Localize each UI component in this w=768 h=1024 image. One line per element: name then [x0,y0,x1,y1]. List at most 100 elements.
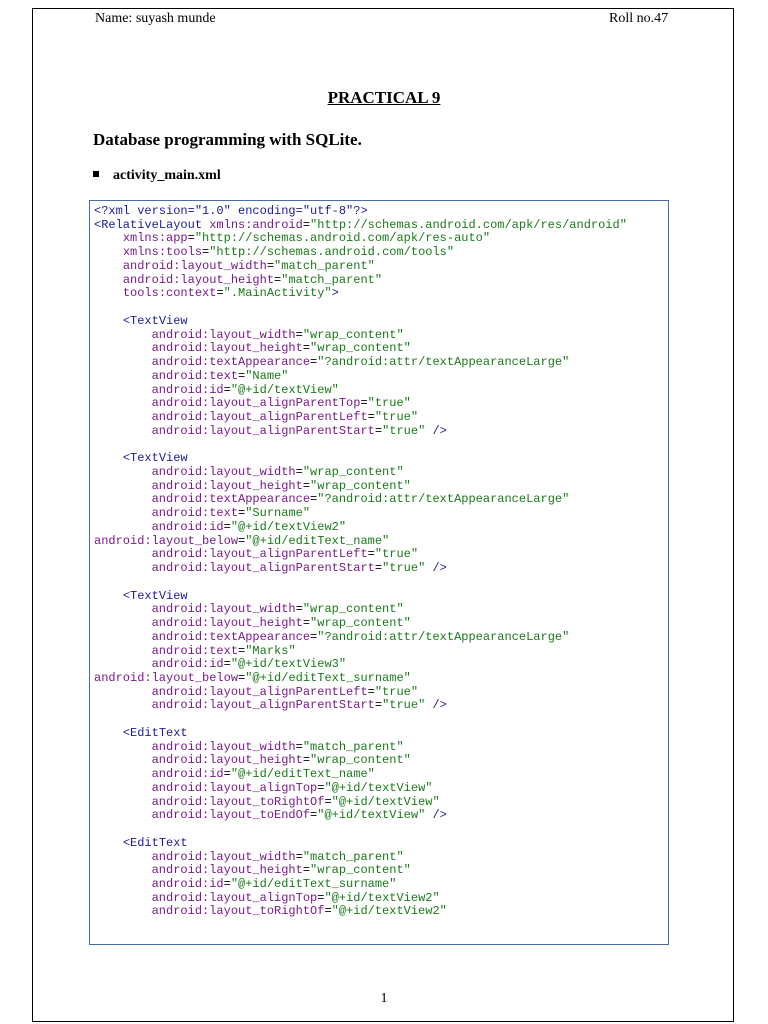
code-token: xmlns:tools [122,245,203,260]
code-token: /> [425,808,447,823]
page-number: 1 [380,991,388,1006]
code-line: <TextView [94,589,188,603]
code-line: android:id="@+id/textView" [94,383,339,397]
code-token: = [367,410,375,425]
code-line: xmlns:tools="http://schemas.android.com/… [94,245,454,259]
code-line: android:layout_height="wrap_content" [94,341,411,355]
code-token: android:text [151,643,239,658]
code-token: android:layout_alignParentLeft [151,684,368,699]
code-token: "@+id/textView" [230,382,339,397]
code-token: /> [425,561,447,576]
code-token: <TextView [122,588,188,603]
code-token: <EditText [122,835,188,850]
code-token: = [295,739,303,754]
code-token [94,808,152,822]
code-token: = [223,382,231,397]
code-line: <?xml version="1.0" encoding="utf-8"?> [94,204,368,218]
code-line: android:layout_toRightOf="@+id/textView2… [94,904,447,919]
code-line: android:layout_width="wrap_content" [94,465,404,479]
code-token: android:layout_alignParentTop [151,396,361,411]
code-token: android:layout_height [151,753,303,768]
code-token: = [374,698,383,713]
code-token: android:id [151,657,224,672]
code-token: = [238,368,246,383]
code-token [94,685,152,699]
code-token [94,836,123,850]
code-token [94,698,152,712]
code-token: android:layout_toRightOf [151,904,325,919]
code-token: "wrap_content" [302,602,404,617]
code-token: = [295,849,303,864]
code-token: = [302,753,311,768]
code-token: = [360,396,368,411]
code-token: = [238,643,246,658]
code-line: android:layout_alignParentLeft="true" [94,685,418,699]
code-token: android:layout_width [151,739,296,754]
code-token [94,355,152,369]
code-token: = [317,780,325,795]
code-token: "?android:attr/textAppearanceLarge" [317,355,570,370]
code-token: android:layout_height [151,341,303,356]
file-bullet: activity_main.xml [93,168,221,184]
code-token [94,726,123,740]
code-token: "wrap_content" [310,341,411,356]
code-token: = [238,506,246,521]
code-token: "@+id/textView2" [230,519,347,534]
code-token: android:layout_width [151,327,296,342]
code-token: android:layout_alignParentStart [151,423,375,438]
code-token [94,877,152,891]
code-token [94,781,152,795]
code-token [94,616,152,630]
code-token [94,644,152,658]
code-token: "true" [374,410,419,425]
code-token [94,561,152,575]
code-token: android:layout_height [151,616,303,631]
code-token [94,396,152,410]
code-token: android:id [151,767,224,782]
code-line: android:layout_width="wrap_content" [94,328,404,342]
code-token: = [223,767,231,782]
code-token: = [310,629,318,644]
code-token: "@+id/textView" [324,780,433,795]
code-token [94,286,123,300]
code-token: "@+id/textView" [331,794,440,809]
code-token [94,314,123,328]
code-token: = [238,533,246,548]
code-token: = [238,670,246,685]
code-block: <?xml version="1.0" encoding="utf-8"?> <… [94,204,627,919]
code-token: "wrap_content" [310,863,411,878]
code-token: ".MainActivity" [223,286,332,301]
code-token: "Name" [245,368,289,383]
code-token: = [374,423,383,438]
code-line: tools:context=".MainActivity"> [94,286,339,301]
code-token [94,630,152,644]
code-line: android:layout_alignParentTop="true" [94,396,411,410]
code-line: android:id="@+id/textView3" [94,657,346,671]
code-line: android:layout_toEndOf="@+id/textView" /… [94,808,447,822]
code-token: "true" [367,396,411,411]
code-token: tools:context [122,286,217,301]
code-token [94,451,123,465]
code-token: "true" [382,698,426,713]
code-token: "?android:attr/textAppearanceLarge" [317,629,570,644]
code-token [94,259,123,273]
code-line: android:text="Marks" [94,644,296,658]
code-line: android:layout_alignParentStart="true" /… [94,424,447,438]
code-token: android:layout_below [94,670,239,685]
code-token: = [266,258,275,273]
code-token: <RelativeLayout [94,217,210,232]
code-token: > [331,286,339,301]
roll-number: Roll no.47 [609,11,669,26]
code-token [94,492,152,506]
code-token: <?xml version="1.0" encoding="utf-8"?> [94,204,368,218]
code-token: = [223,519,231,534]
code-token: "@+id/editText_surname" [230,876,397,891]
code-token: "Surname" [245,506,311,521]
code-token: = [202,245,210,260]
code-token: = [302,478,311,493]
code-line: android:layout_alignParentStart="true" /… [94,561,447,575]
code-token [94,424,152,438]
code-token: "@+id/editText_name" [245,533,390,548]
code-token: "true" [382,561,426,576]
code-token: "match_parent" [281,272,383,287]
